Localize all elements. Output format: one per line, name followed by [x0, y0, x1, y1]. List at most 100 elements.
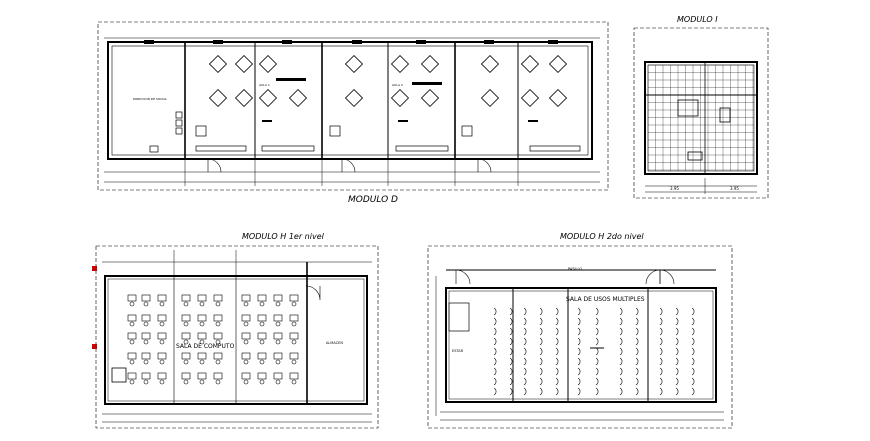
- chair-symbol: [659, 387, 663, 396]
- chair-symbol: [539, 387, 543, 396]
- computer-station: [197, 332, 207, 345]
- chair-symbol: [619, 307, 623, 316]
- chair-symbol: [493, 307, 497, 316]
- computer-station: [157, 332, 167, 345]
- modulo-h2-plan: [427, 245, 733, 429]
- chair-symbol: [493, 377, 497, 386]
- chair-symbol: [555, 357, 559, 366]
- computer-station: [257, 314, 267, 327]
- chair-symbol: [675, 317, 679, 326]
- modulo-d-room-label: DIRECCION DE SOCIAL: [133, 97, 167, 101]
- chair-symbol: [555, 387, 559, 396]
- chair-symbol: [659, 337, 663, 346]
- computer-station: [141, 372, 151, 385]
- computer-station: [181, 294, 191, 307]
- computer-station: [181, 372, 191, 385]
- chair-symbol: [493, 387, 497, 396]
- chair-symbol: [523, 357, 527, 366]
- modulo-h2-room-side: ESTAR: [452, 349, 464, 353]
- chair-symbol: [555, 377, 559, 386]
- chair-symbol: [675, 367, 679, 376]
- computer-station: [273, 314, 283, 327]
- modulo-h1-markers: [92, 266, 97, 349]
- chair-symbol: [659, 377, 663, 386]
- chair-symbol: [691, 347, 695, 356]
- modulo-i-title: MODULO I: [677, 15, 718, 24]
- modulo-h1-room-side: ALMACEN: [326, 341, 343, 345]
- chair-symbol: [635, 387, 639, 396]
- chair-symbol: [691, 307, 695, 316]
- chair-symbol: [659, 327, 663, 336]
- chair-symbol: [675, 337, 679, 346]
- computer-station: [213, 372, 223, 385]
- chair-symbol: [691, 317, 695, 326]
- chair-symbol: [675, 357, 679, 366]
- chair-symbol: [509, 347, 513, 356]
- chair-symbol: [595, 347, 599, 356]
- computer-station: [127, 314, 137, 327]
- computer-station: [127, 352, 137, 365]
- chair-symbol: [675, 347, 679, 356]
- chair-symbol: [635, 347, 639, 356]
- chair-symbol: [691, 377, 695, 386]
- chair-symbol: [493, 327, 497, 336]
- chair-symbol: [619, 377, 623, 386]
- modulo-i-tile-grid: [647, 64, 754, 171]
- chair-symbol: [539, 367, 543, 376]
- chair-symbol: [577, 337, 581, 346]
- chair-symbol: [691, 367, 695, 376]
- modulo-d-aula-1: AULA 1: [259, 83, 270, 87]
- chair-symbol: [509, 307, 513, 316]
- chair-symbol: [577, 307, 581, 316]
- computer-station: [241, 332, 251, 345]
- modulo-d-title: MODULO D: [348, 195, 398, 205]
- chair-symbol: [675, 327, 679, 336]
- computer-station: [273, 332, 283, 345]
- chair-symbol: [659, 367, 663, 376]
- modulo-h2-corridor: PASILLO: [568, 267, 582, 271]
- chair-symbol: [691, 357, 695, 366]
- chair-symbol: [595, 357, 599, 366]
- chair-symbol: [619, 337, 623, 346]
- chair-symbol: [555, 317, 559, 326]
- chair-symbol: [659, 347, 663, 356]
- modulo-h2-chair-rows: [493, 307, 695, 396]
- computer-station: [127, 294, 137, 307]
- chair-symbol: [539, 377, 543, 386]
- computer-station: [257, 294, 267, 307]
- chair-symbol: [675, 387, 679, 396]
- chair-symbol: [577, 327, 581, 336]
- chair-symbol: [691, 327, 695, 336]
- chair-symbol: [539, 337, 543, 346]
- chair-symbol: [509, 327, 513, 336]
- chair-symbol: [619, 347, 623, 356]
- chair-symbol: [577, 377, 581, 386]
- computer-station: [241, 314, 251, 327]
- chair-symbol: [555, 337, 559, 346]
- chair-symbol: [635, 357, 639, 366]
- chair-symbol: [595, 327, 599, 336]
- computer-station: [289, 372, 299, 385]
- chair-symbol: [523, 317, 527, 326]
- computer-station: [213, 314, 223, 327]
- chair-symbol: [595, 377, 599, 386]
- modulo-d-aula-2: AULA 2: [392, 83, 403, 87]
- chair-symbol: [635, 317, 639, 326]
- modulo-h2-title: MODULO H 2do nivel: [560, 232, 644, 241]
- chair-symbol: [493, 347, 497, 356]
- modulo-i-dim-left: 3.95: [670, 186, 679, 191]
- chair-symbol: [577, 367, 581, 376]
- computer-station: [289, 352, 299, 365]
- chair-symbol: [577, 317, 581, 326]
- computer-station: [157, 314, 167, 327]
- chair-symbol: [523, 377, 527, 386]
- computer-station: [213, 294, 223, 307]
- chair-symbol: [555, 307, 559, 316]
- chair-symbol: [523, 337, 527, 346]
- computer-station: [127, 372, 137, 385]
- chair-symbol: [493, 357, 497, 366]
- computer-station: [157, 352, 167, 365]
- chair-symbol: [493, 317, 497, 326]
- chair-symbol: [523, 367, 527, 376]
- computer-station: [241, 294, 251, 307]
